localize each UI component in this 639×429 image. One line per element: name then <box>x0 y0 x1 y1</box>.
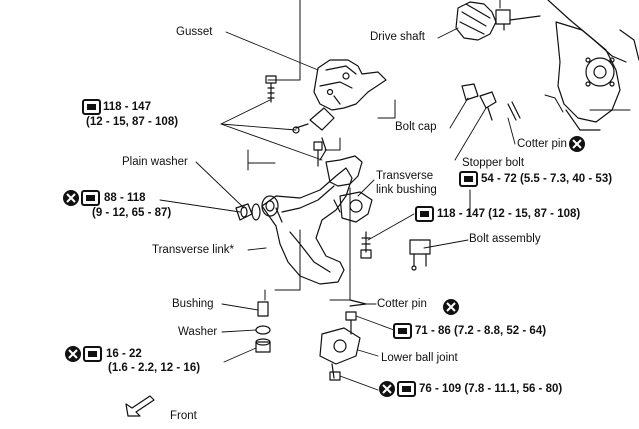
torque-wrench-icon <box>393 323 412 339</box>
label-cotter-pin-bottom: Cotter pin <box>377 298 427 310</box>
front-arrow <box>125 395 155 417</box>
torque-wrench-icon <box>459 171 478 187</box>
label-drive-shaft: Drive shaft <box>370 31 425 43</box>
x-circle-icon <box>63 190 79 206</box>
x-circle-icon <box>65 346 81 362</box>
torque-wrench-icon <box>83 346 102 362</box>
bushing-bolt <box>360 231 372 259</box>
torque-wrench-icon <box>397 381 416 397</box>
label-front: Front <box>170 410 197 422</box>
x-circle-icon <box>443 299 459 315</box>
label-bushing: Bushing <box>172 298 214 310</box>
torque-spec-ball-joint-bolt: 76 - 109 (7.8 - 11.1, 56 - 80) <box>419 383 563 395</box>
label-gusset: Gusset <box>176 26 213 38</box>
drive-shaft-part <box>455 0 639 131</box>
torque-spec-bushing-nut-line1: 16 - 22 <box>106 348 142 360</box>
link-bushing-bracket <box>313 141 373 223</box>
label-transverse-link-bushing-line2: link bushing <box>376 184 437 196</box>
torque-spec-bushing-nut-line2: (1.6 - 2.2, 12 - 16) <box>108 362 201 374</box>
torque-wrench-icon <box>82 99 101 115</box>
label-bolt-assembly: Bolt assembly <box>469 233 541 245</box>
label-transverse-link: Transverse link* <box>152 244 235 256</box>
torque-spec-plain-washer-line2: (9 - 12, 65 - 87) <box>92 207 172 219</box>
label-plain-washer: Plain washer <box>122 156 188 168</box>
torque-wrench-icon <box>81 190 100 206</box>
plain-washer-nut <box>235 203 261 221</box>
x-circle-icon <box>379 381 395 397</box>
label-bolt-cap: Bolt cap <box>395 121 437 133</box>
label-lower-ball-joint: Lower ball joint <box>381 352 458 364</box>
torque-wrench-icon <box>415 206 434 222</box>
torque-spec-link-bushing: 118 - 147 (12 - 15, 87 - 108) <box>437 208 581 220</box>
torque-spec-stopper-bolt: 54 - 72 (5.5 - 7.3, 40 - 53) <box>481 173 613 185</box>
x-circle-icon <box>569 136 585 152</box>
label-transverse-link-bushing-line1: Transverse <box>376 170 434 182</box>
torque-spec-gusset-line2: (12 - 15, 87 - 108) <box>86 116 179 128</box>
leader-lines <box>159 27 516 391</box>
gusset-bolt <box>265 75 277 103</box>
torque-spec-gusset-line1: 118 - 147 <box>103 101 151 113</box>
label-washer: Washer <box>178 326 218 338</box>
stopper-bolt-group <box>461 83 521 121</box>
label-cotter-pin-top: Cotter pin <box>517 138 567 150</box>
torque-spec-ball-joint-nut: 71 - 86 (7.2 - 8.8, 52 - 64) <box>415 325 547 337</box>
lower-ball-joint-part <box>319 311 361 381</box>
gusset-part <box>309 59 387 161</box>
transverse-link-part <box>261 167 353 285</box>
torque-spec-plain-washer-line1: 88 - 118 <box>104 192 146 204</box>
label-stopper-bolt: Stopper bolt <box>462 157 525 169</box>
